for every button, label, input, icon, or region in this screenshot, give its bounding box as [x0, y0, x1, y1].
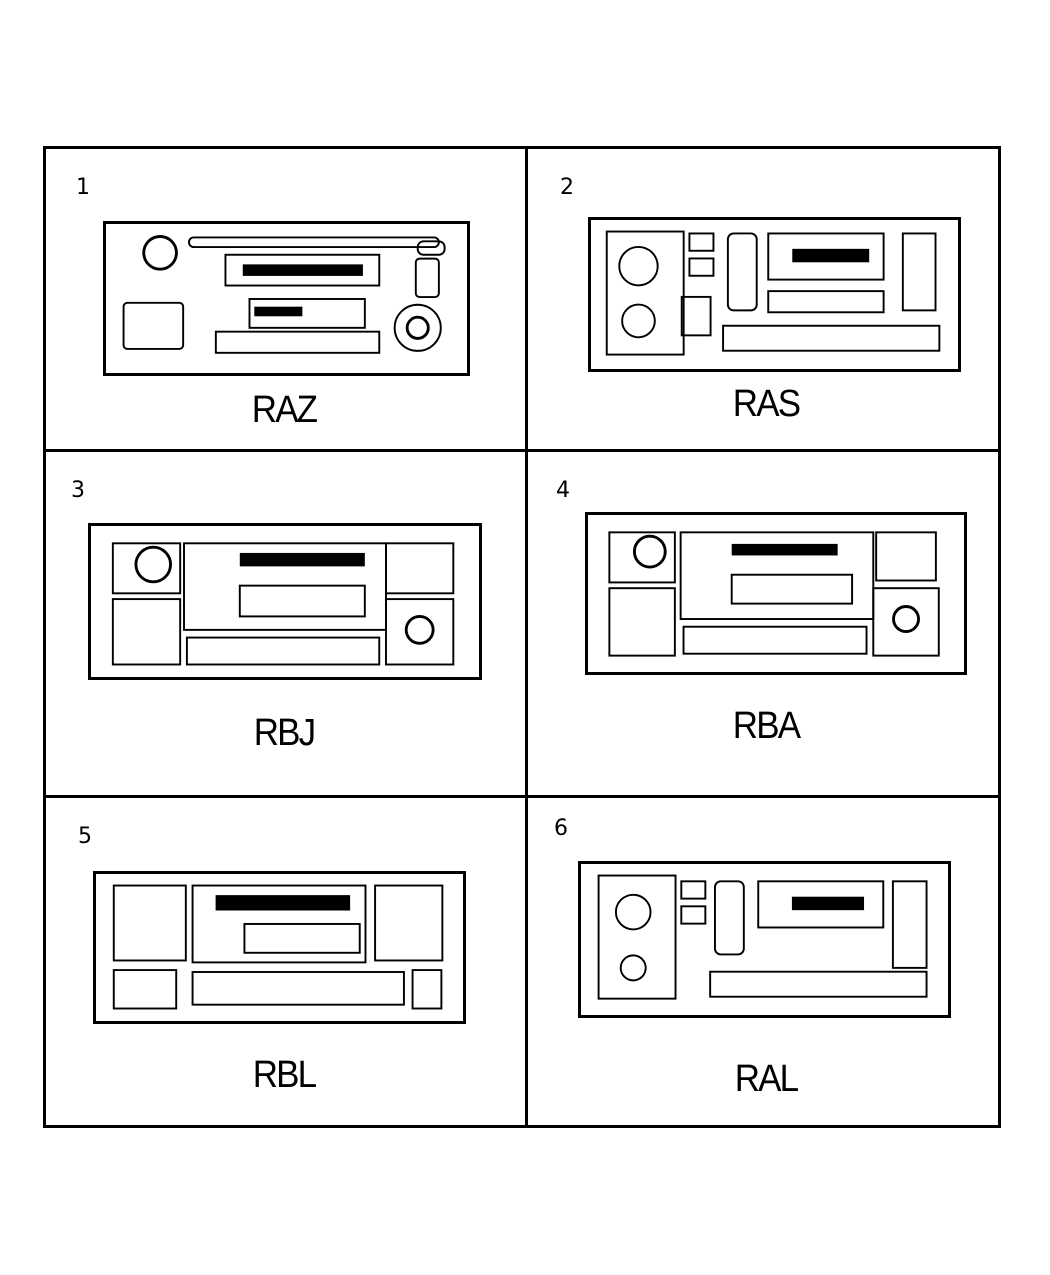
cell-number: 6	[554, 816, 568, 841]
radio-illustration-ras	[588, 217, 961, 372]
radio-grid: 1 RAZ 2	[43, 146, 1001, 1128]
radio-faceplate	[605, 230, 941, 356]
radio-illustration-rba	[585, 512, 967, 675]
cell-3: 3 RBJ	[46, 452, 522, 795]
cell-4: 4 RBA	[528, 452, 1004, 795]
radio-code: RBA	[732, 705, 801, 747]
grid-divider-row-1	[46, 449, 998, 452]
radio-faceplate	[111, 542, 455, 666]
radio-faceplate	[112, 884, 444, 1010]
radio-code: RBJ	[253, 712, 316, 754]
radio-code: RAL	[734, 1058, 799, 1100]
cell-6: 6 RAL	[528, 798, 1004, 1125]
radio-illustration-raz	[103, 221, 470, 376]
radio-code: RBL	[252, 1054, 317, 1096]
radio-code: RAS	[732, 383, 801, 425]
radio-faceplate	[608, 531, 940, 657]
cell-5: 5 RBL	[46, 798, 522, 1125]
cell-number: 3	[71, 478, 85, 503]
cell-1: 1 RAZ	[46, 149, 522, 449]
cell-number: 1	[76, 175, 90, 200]
grid-divider-vertical	[525, 149, 528, 1125]
grid-divider-row-2	[46, 795, 998, 798]
cell-2: 2 RAS	[528, 149, 1004, 449]
radio-code: RAZ	[251, 389, 318, 431]
cell-number: 4	[556, 478, 570, 503]
cell-number: 2	[560, 175, 574, 200]
radio-faceplate	[122, 235, 446, 354]
radio-illustration-rbl	[93, 871, 466, 1024]
radio-faceplate	[597, 874, 928, 1000]
cell-number: 5	[78, 824, 92, 849]
radio-illustration-ral	[578, 861, 951, 1018]
radio-illustration-rbj	[88, 523, 482, 680]
